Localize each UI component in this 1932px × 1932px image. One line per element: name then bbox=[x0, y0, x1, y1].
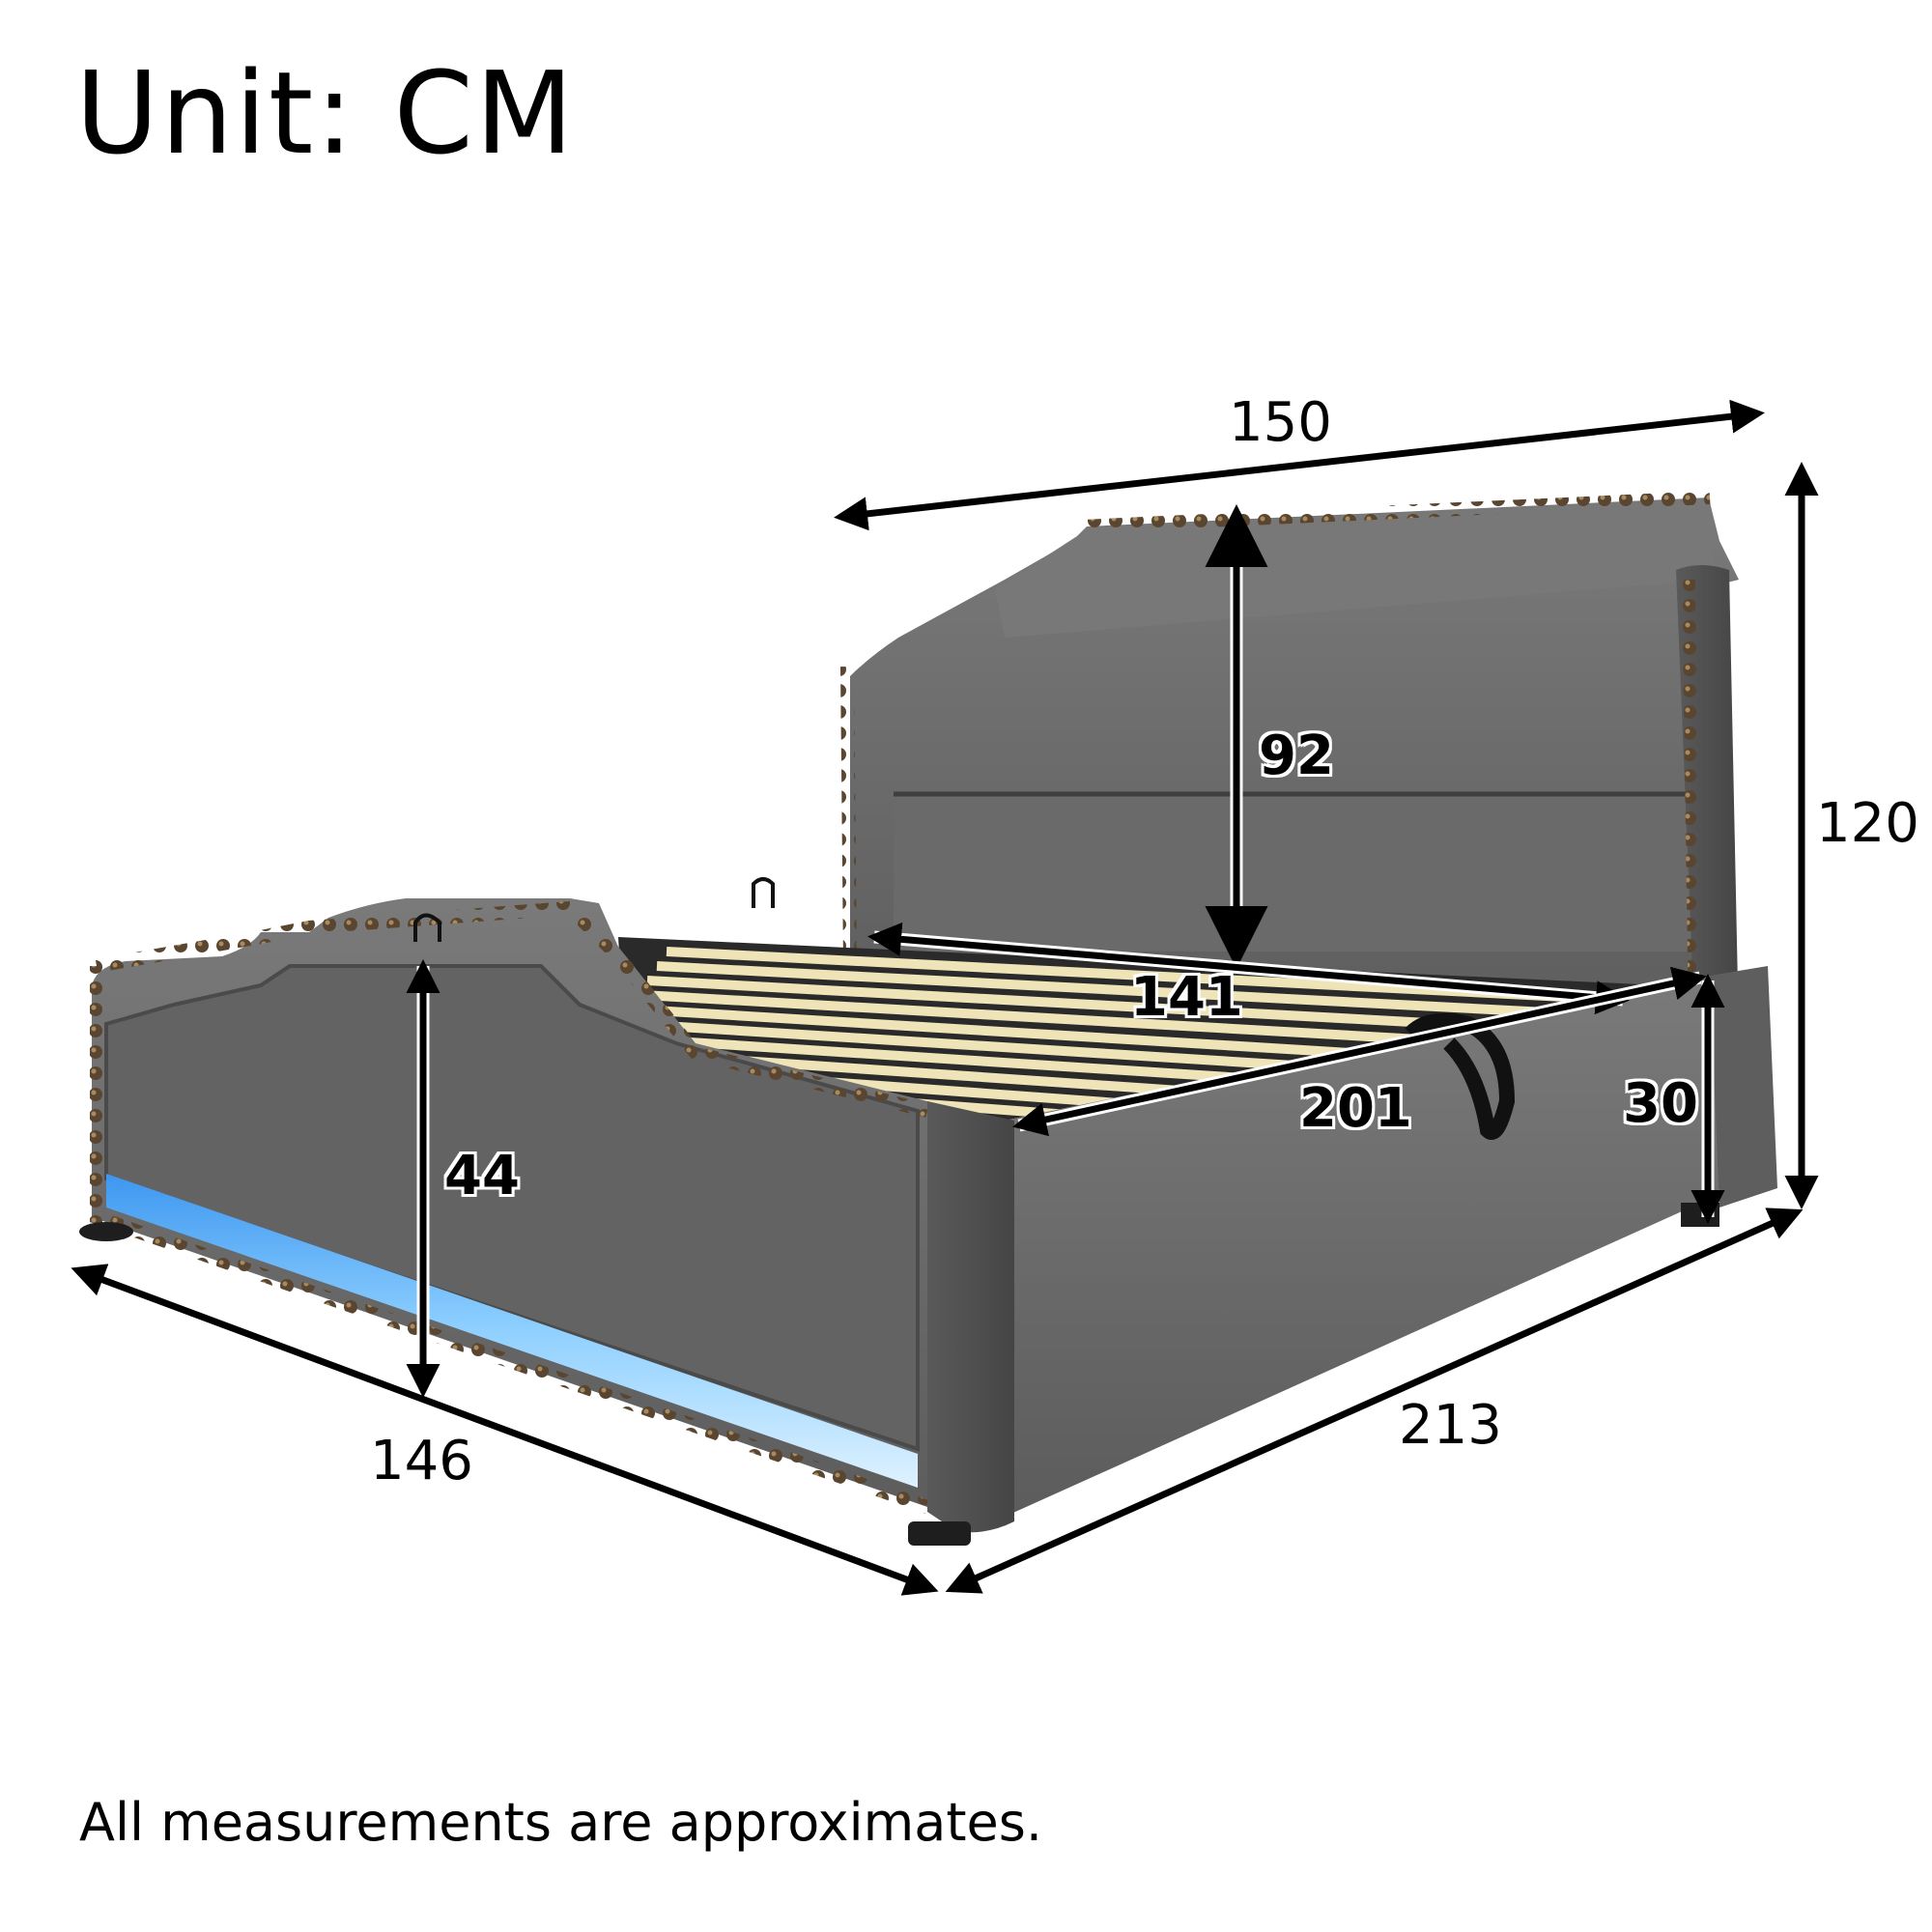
dim-label-footboard-height: 44 bbox=[444, 1145, 520, 1208]
dim-label-overall-width: 146 bbox=[370, 1430, 473, 1492]
dim-label-side-rail-height: 30 bbox=[1623, 1072, 1698, 1135]
dim-line-213 bbox=[945, 1208, 1804, 1594]
measurement-disclaimer: All measurements are approximates. bbox=[79, 1792, 1043, 1853]
headboard bbox=[840, 491, 1739, 1047]
dim-label-slat-length: 201 bbox=[1299, 1077, 1412, 1140]
dim-label-slat-width: 141 bbox=[1130, 966, 1243, 1029]
dimension-lines bbox=[71, 399, 1819, 1596]
unit-title: Unit: CM bbox=[75, 46, 576, 180]
dim-label-headboard-panel-height: 92 bbox=[1259, 724, 1334, 787]
foot bbox=[908, 1521, 971, 1546]
dim-line-150 bbox=[834, 399, 1765, 531]
dim-label-total-height: 120 bbox=[1816, 792, 1919, 855]
foot bbox=[79, 1222, 133, 1241]
dim-label-overall-length: 213 bbox=[1399, 1394, 1502, 1457]
dim-line-146 bbox=[71, 1264, 939, 1596]
dim-label-headboard-width: 150 bbox=[1229, 391, 1332, 454]
